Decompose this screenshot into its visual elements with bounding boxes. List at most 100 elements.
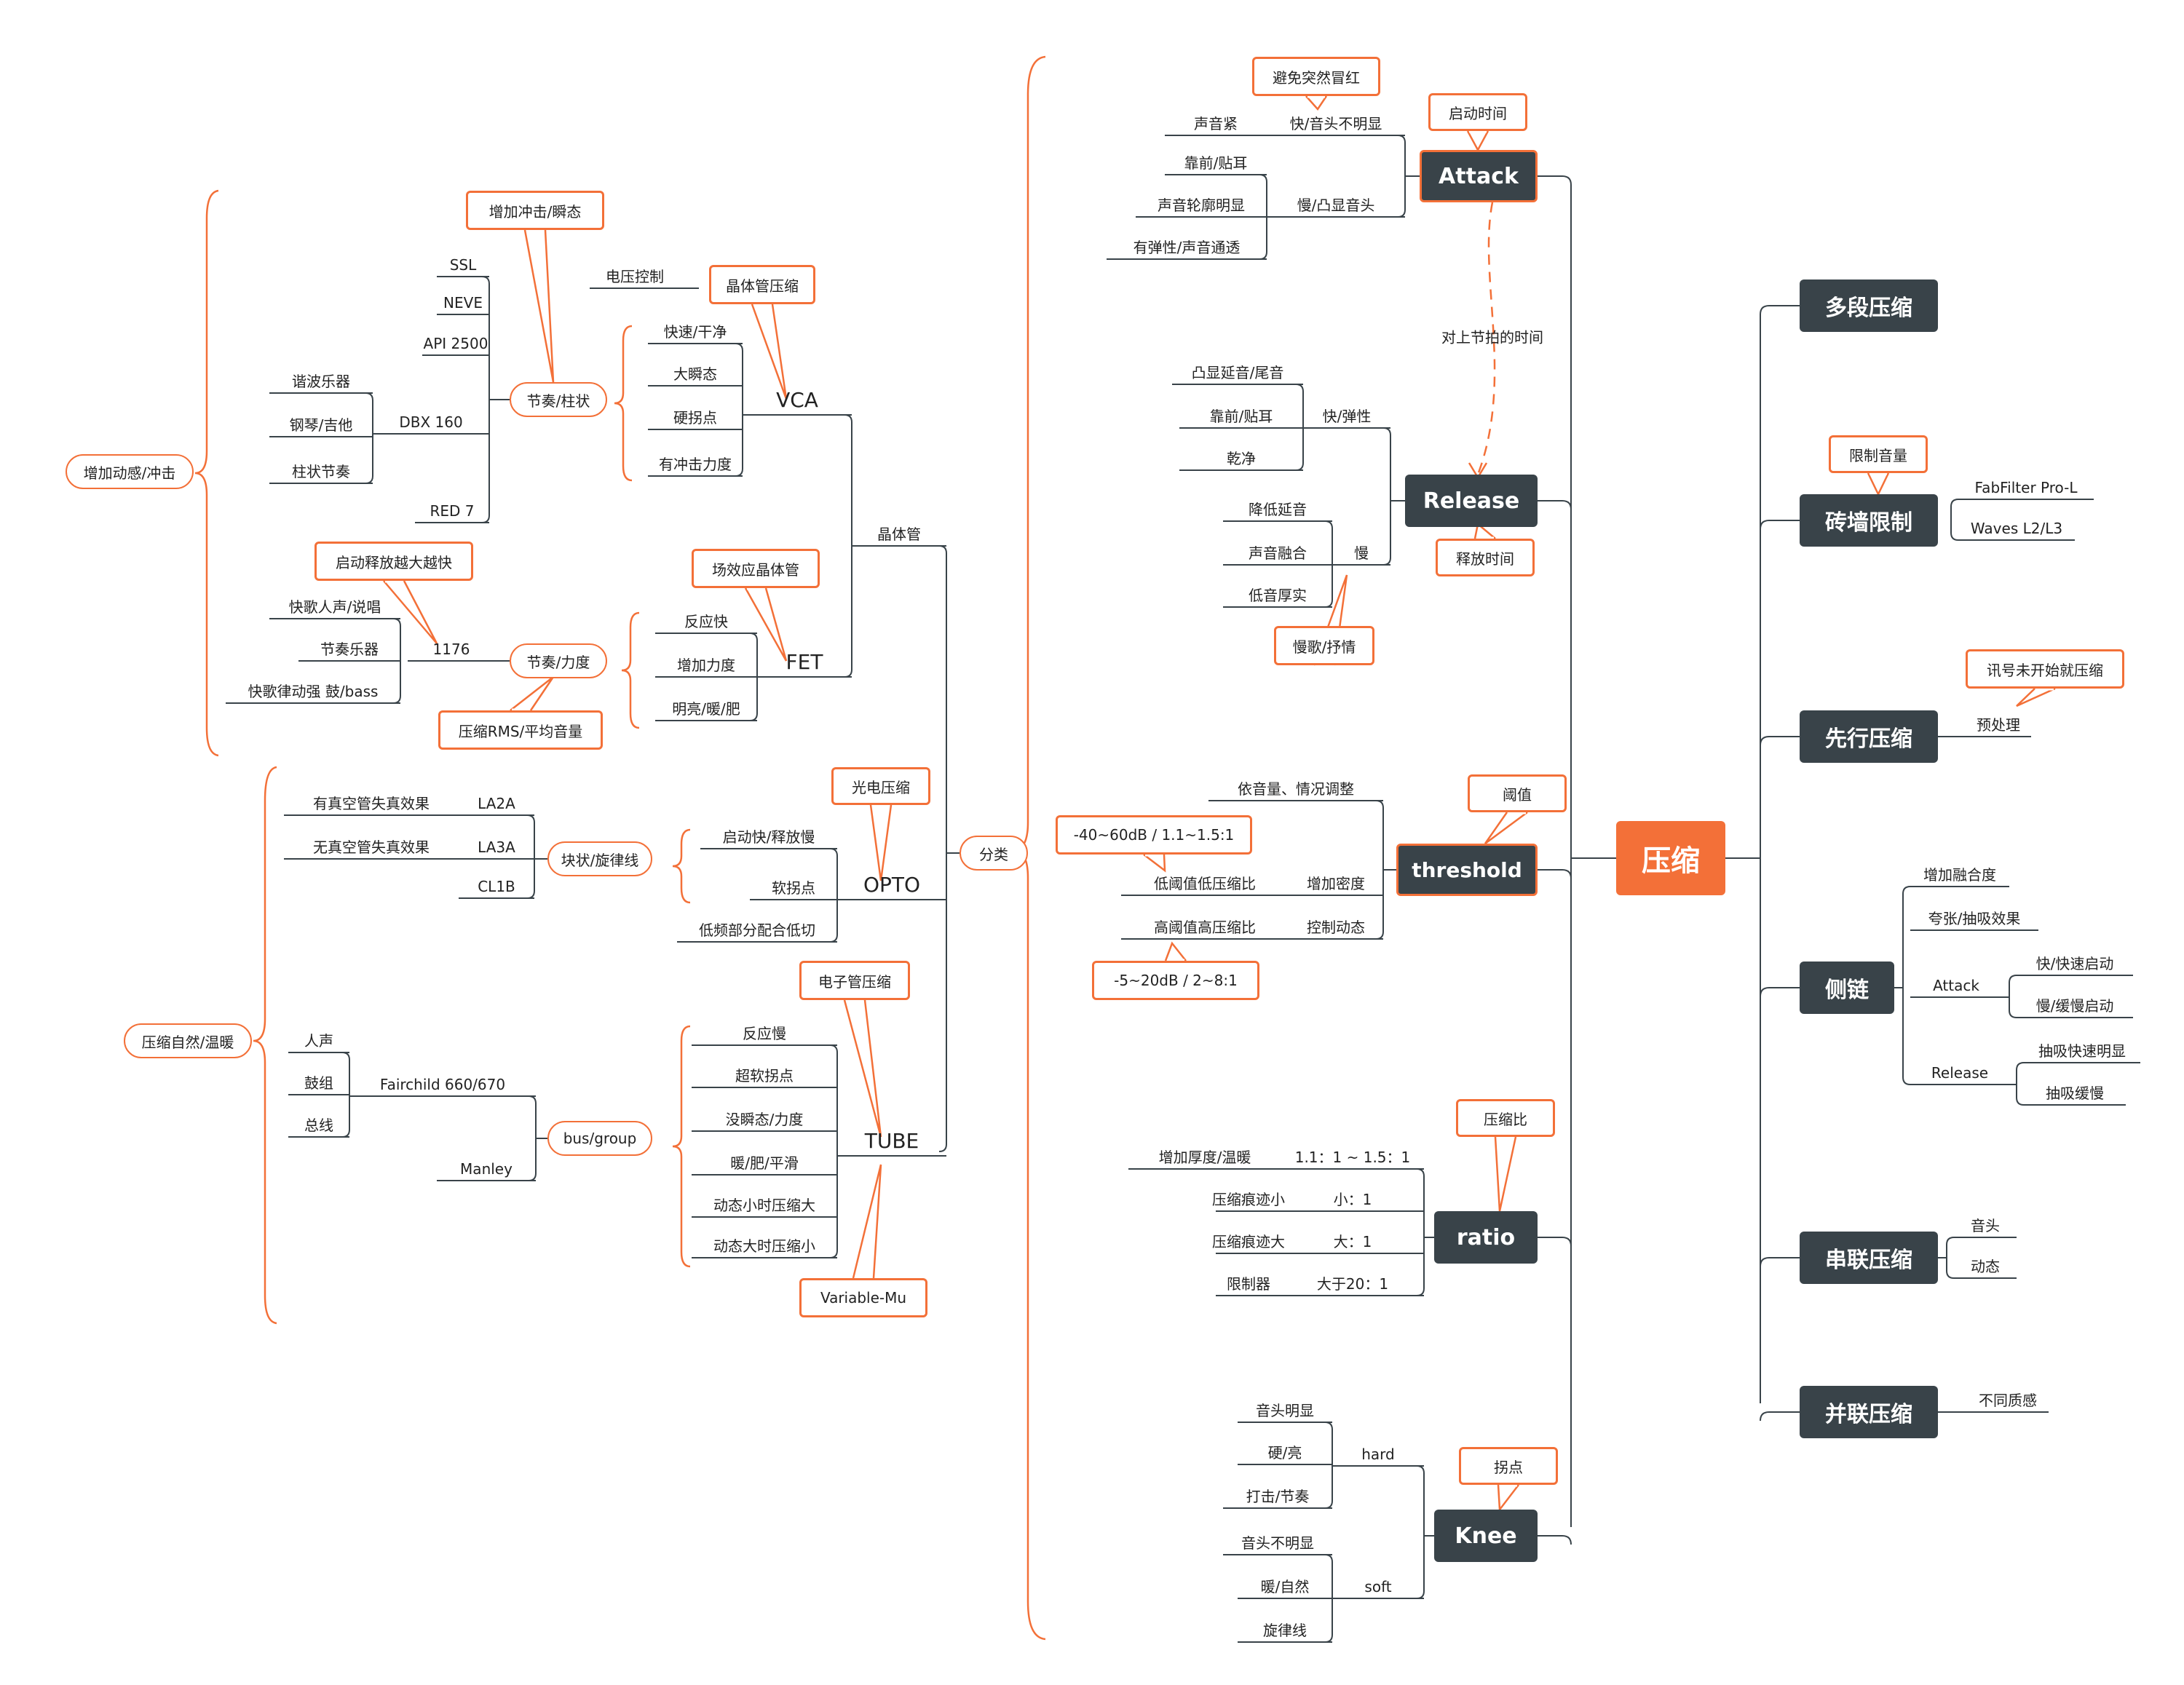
leaf-sustain: 凸显延音/尾音 [1191,364,1284,381]
callout-pointer [744,587,788,662]
callout-pointer [1305,95,1328,111]
node-sidechain[interactable]: 侧链 [1800,962,1894,1014]
label-ratio-3: 大于20：1 [1316,1275,1389,1293]
leaf-less-sustain: 降低延音 [1249,501,1307,518]
branch-line [1538,1237,1572,1247]
branch-line [1538,175,1572,186]
node-ratio[interactable]: ratio [1434,1211,1538,1264]
leaf-rhythm-0: SSL [449,256,477,274]
label-slow-attack: 慢/凸显音头 [1297,197,1375,214]
leaf-dbx-1: 钢琴/吉他 [289,416,353,434]
leaf-fet-1: 增加力度 [677,657,735,674]
node-lookahead[interactable]: 先行压缩 [1800,710,1938,763]
leaf-ratio-3: 限制器 [1227,1275,1270,1293]
leaf-vca-3: 有冲击力度 [659,456,732,473]
callout-pointer [1867,472,1890,496]
callout-pointer [751,304,788,400]
leaf-slow-pump: 抽吸缓慢 [2046,1085,2104,1102]
bracket-line [526,814,535,899]
leaf-pumping: 夸张/抽吸效果 [1928,910,2021,927]
branch-line [1760,1411,1800,1422]
callout-pointer [510,676,555,711]
node-group-natural[interactable]: 压缩自然/温暖 [124,1023,252,1058]
node-multiband[interactable]: 多段压缩 [1800,279,1938,332]
node-threshold[interactable]: threshold [1396,844,1538,896]
callout-pointer [383,580,438,644]
callout-threshold: 阈值 [1468,774,1567,812]
callout-pointer [1497,1484,1519,1512]
branch-line [1760,1257,1800,1267]
callout-pointer [1143,854,1166,873]
label-slow-release: 慢 [1354,544,1369,562]
callout-pointer [523,229,555,383]
bracket-line [1416,1168,1425,1296]
leaf-la3a: LA3A [478,838,515,856]
branch-line [1760,520,1800,530]
label-transistor: 晶体管 [877,526,921,543]
label-opto: OPTO [863,873,921,897]
node-bus-group[interactable]: bus/group [547,1121,652,1156]
callout-faster: 启动释放越大越快 [314,542,473,581]
callout-pointer [869,804,893,881]
callout-fet: 场效应晶体管 [692,549,820,588]
label-tube: TUBE [864,1129,919,1153]
callout-pointer [852,1164,882,1279]
label-density: 增加密度 [1307,875,1365,892]
leaf-soft-2: 旋律线 [1263,1622,1307,1639]
leaf-tube-4: 动态小时压缩大 [713,1197,815,1214]
node-release[interactable]: Release [1405,475,1538,527]
leaf-rhythm-3: DBX 160 [399,413,463,431]
leaf-tight: 声音紧 [1194,115,1238,132]
bracket-line [829,1044,838,1258]
callout-avoid-clip: 避免突然冒红 [1252,57,1380,96]
node-rhythm-force[interactable]: 节奏/力度 [510,643,607,678]
node-serial[interactable]: 串联压缩 [1800,1232,1938,1284]
leaf-close: 靠前/贴耳 [1184,154,1248,172]
link-attack-release [1476,202,1496,475]
branch-line [1760,305,1800,315]
leaf-force-2: 快歌律动强 鼓/bass [248,683,379,700]
leaf-rhythm-2: API 2500 [423,335,488,352]
label-ratio-0: 1.1：1 ~ 1.5：1 [1294,1149,1411,1166]
brace-line [672,828,691,904]
bracket-line [1902,886,1911,1085]
leaf-hard-2: 打击/节奏 [1246,1488,1310,1505]
leaf-sc-attack: Attack [1933,977,1979,994]
brace-line [621,611,640,729]
leaf-fusion: 增加融合度 [1923,866,1996,884]
leaf-slow-attack: 慢/缓慢启动 [2035,997,2114,1015]
node-knee[interactable]: Knee [1434,1510,1538,1562]
leaf-thick-low: 低音厚实 [1249,587,1307,604]
leaf-dbx-2: 柱状节奏 [292,463,350,480]
callout-opto: 光电压缩 [831,767,930,805]
callout-ratio: 压缩比 [1456,1099,1555,1137]
callout-variable-mu: Variable-Mu [799,1278,927,1317]
root-node[interactable]: 压缩 [1616,821,1725,895]
bracket-line [938,545,947,1152]
node-block-melody[interactable]: 块状/旋律线 [547,841,652,876]
leaf-soft-0: 音头不明显 [1241,1534,1314,1552]
bracket-line [829,848,838,943]
leaf-fast-pump: 抽吸快速明显 [2038,1042,2126,1060]
leaf-contour: 声音轮廓明显 [1158,197,1245,214]
node-parallel[interactable]: 并联压缩 [1800,1386,1938,1438]
leaf-tube-5: 动态大时压缩小 [713,1237,815,1255]
leaf-fairchild: Fairchild 660/670 [379,1076,506,1093]
node-category[interactable]: 分类 [960,836,1028,871]
leaf-la3a-desc: 无真空管失真效果 [313,838,430,856]
label-ratio-2: 大：1 [1333,1233,1372,1250]
leaf-force-1: 节奏乐器 [320,641,379,658]
bracket-line [1950,499,1959,541]
leaf-opto-1: 软拐点 [772,879,815,897]
leaf-dynamic: 动态 [1971,1258,2000,1275]
callout-pointer [843,999,882,1138]
node-rhythm-column[interactable]: 节奏/柱状 [510,382,607,417]
label-1176: 1176 [432,641,470,658]
leaf-tube-3: 暖/肥/平滑 [730,1154,799,1172]
callout-knee: 拐点 [1459,1447,1558,1485]
node-group-impact[interactable]: 增加动感/冲击 [66,454,194,489]
node-attack[interactable]: Attack [1420,150,1538,202]
callout-pointer [1494,1136,1517,1212]
node-brickwall[interactable]: 砖墙限制 [1800,494,1938,547]
bracket-line [844,414,852,678]
